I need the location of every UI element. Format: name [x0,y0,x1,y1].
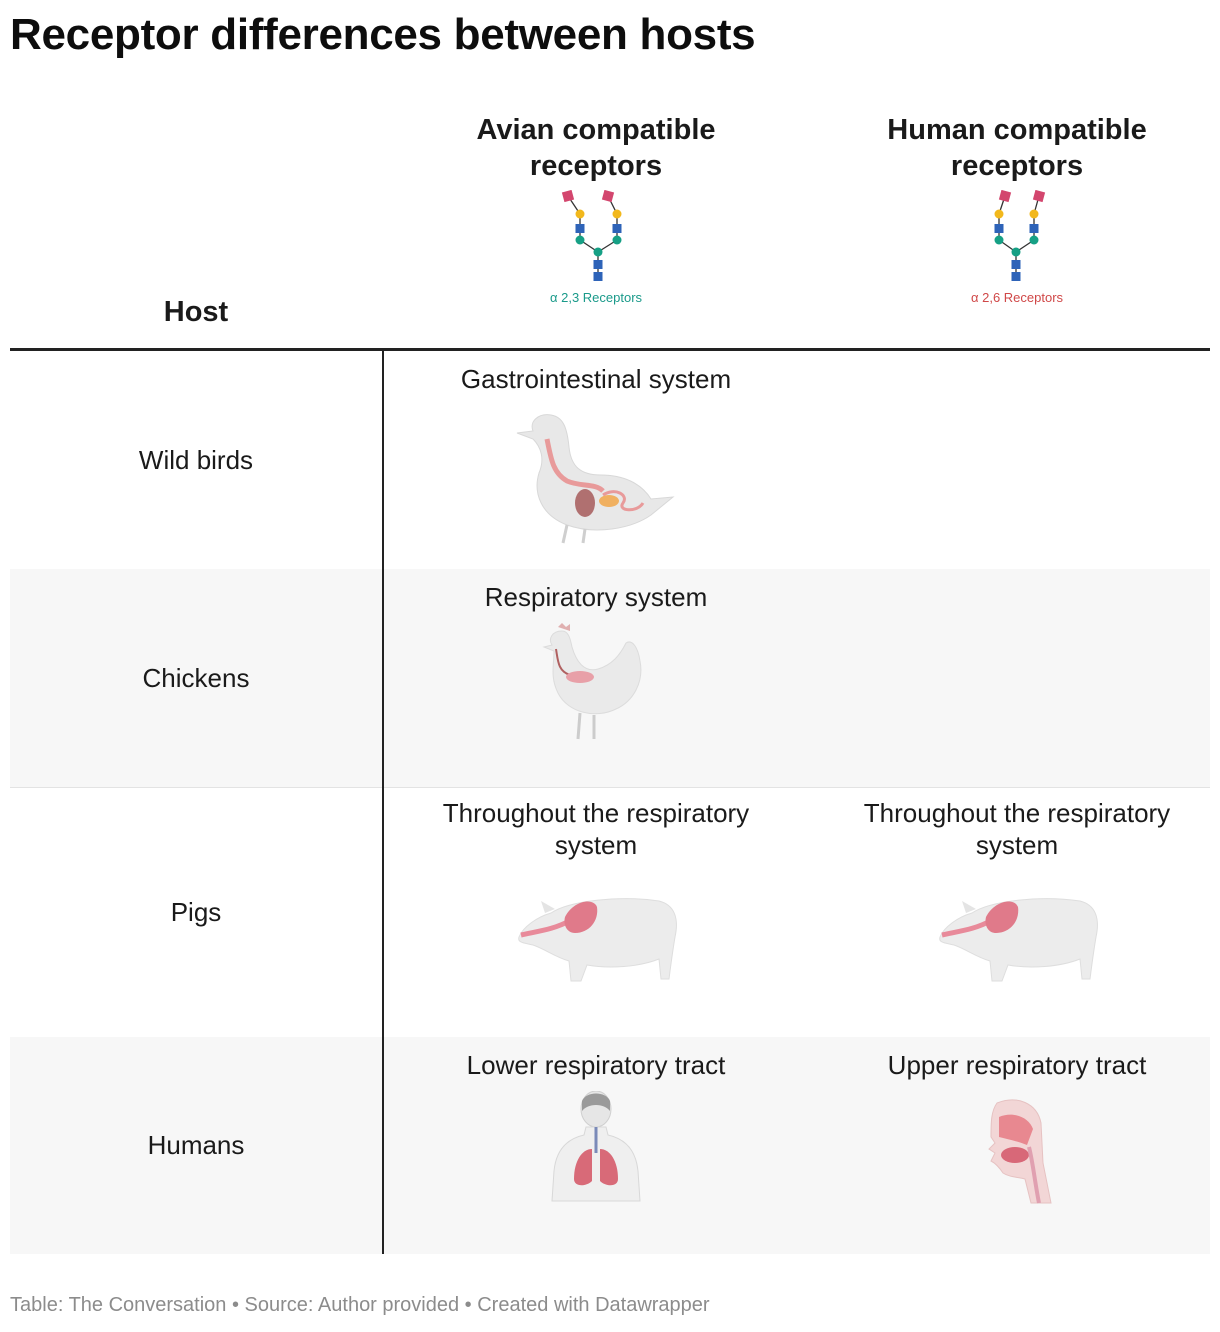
host-cell: Pigs [170,896,222,927]
table-row: Chickens Respiratory system [10,569,1210,788]
duck-icon [516,414,675,544]
header-rule [10,348,1210,351]
human-cell [808,569,1220,787]
host-cell: Humans [147,1130,245,1160]
header-human: Human compatible receptors α 2,6 Recepto… [808,112,1220,349]
header-avian-label-2: receptors [529,150,663,182]
table-row: Humans Lower respiratory tract Upper res… [10,1037,1210,1254]
receptor-a26-label: α 2,6 Receptors [970,290,1064,305]
human-cell [808,351,1220,569]
table-row: Wild birds Gastrointestinal system [10,351,1210,570]
header-human-label-2: receptors [950,150,1084,182]
footer-credit: Table: The Conversation • Source: Author… [10,1294,710,1316]
human-cell-text-1: Throughout the respiratory [863,798,1171,828]
avian-cell: Lower respiratory tract [384,1037,808,1254]
receptor-a23-label: α 2,3 Receptors [549,290,643,305]
human-cell: Throughout the respiratory system [808,787,1220,1037]
avian-cell-text-2: system [554,830,638,860]
table-row: Pigs Throughout the respiratory system T… [10,787,1210,1038]
column-divider [382,351,384,1254]
header-host-label: Host [163,296,229,328]
human-cell-text: Upper respiratory tract [887,1050,1147,1080]
avian-cell-text: Lower respiratory tract [466,1050,726,1080]
header-avian-label-1: Avian compatible [476,114,716,146]
avian-cell-text: Gastrointestinal system [460,364,732,394]
chicken-icon [542,623,642,740]
host-cell: Chickens [142,662,250,693]
header-host: Host [10,112,382,349]
glycan-a23-icon [561,190,622,281]
avian-cell-text-1: Throughout the respiratory [442,798,750,828]
avian-cell: Throughout the respiratory system [384,787,808,1037]
human-cell: Upper respiratory tract [808,1037,1220,1254]
host-cell: Wild birds [138,444,254,475]
avian-cell: Gastrointestinal system [384,351,808,569]
human-lungs-icon [551,1091,641,1202]
page-title: Receptor differences between hosts [10,10,756,59]
pig-icon [938,898,1098,982]
human-cell-text-2: system [975,830,1059,860]
human-head-icon [988,1099,1052,1204]
pig-icon [517,898,677,982]
header-avian: Avian compatible receptors α 2,3 Recepto… [384,112,808,349]
avian-cell: Respiratory system [384,569,808,787]
glycan-a26-icon [994,190,1046,281]
header-human-label-1: Human compatible [887,114,1147,146]
avian-cell-text: Respiratory system [484,582,708,612]
